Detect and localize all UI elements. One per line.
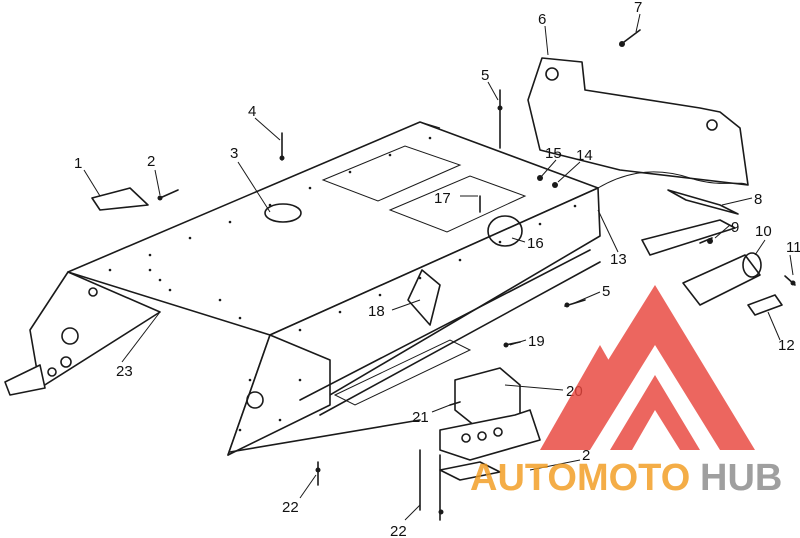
callout-23: 23 bbox=[116, 363, 133, 380]
callout-14: 14 bbox=[576, 147, 593, 164]
callout-9: 9 bbox=[731, 219, 739, 236]
callout-12: 12 bbox=[778, 337, 795, 354]
callout-17: 17 bbox=[434, 190, 451, 207]
callout-5b: 5 bbox=[602, 283, 610, 300]
callout-6: 6 bbox=[538, 11, 546, 28]
callout-22b: 22 bbox=[390, 523, 407, 538]
callout-3: 3 bbox=[230, 145, 238, 162]
plate-part-12 bbox=[747, 294, 783, 316]
callout-11: 11 bbox=[786, 239, 800, 256]
watermark-text-automoto: AUTOMOTO bbox=[470, 457, 690, 499]
cylinder-part-10 bbox=[682, 252, 762, 306]
callout-22: 22 bbox=[282, 499, 299, 516]
callout-7: 7 bbox=[634, 0, 642, 16]
callout-18: 18 bbox=[368, 303, 385, 320]
callout-16: 16 bbox=[527, 235, 544, 252]
tunnel-assembly bbox=[4, 121, 601, 456]
leader-lines bbox=[83, 13, 794, 521]
callout-8: 8 bbox=[754, 191, 762, 208]
callout-19: 19 bbox=[528, 333, 545, 350]
callout-13: 13 bbox=[610, 251, 627, 268]
callout-5: 5 bbox=[481, 67, 489, 84]
watermark-text-hub: HUB bbox=[700, 457, 782, 499]
cable bbox=[597, 171, 749, 189]
automotohub-watermark-logo: AUTOMOTO HUB bbox=[470, 285, 782, 499]
bracket-part-8 bbox=[641, 189, 739, 256]
callout-2b: 2 bbox=[582, 447, 590, 464]
callout-1: 1 bbox=[74, 155, 82, 172]
callout-2: 2 bbox=[147, 153, 155, 170]
plate-part-1 bbox=[91, 187, 149, 211]
callout-10: 10 bbox=[755, 223, 772, 240]
hitch-assembly bbox=[419, 367, 541, 521]
callout-21: 21 bbox=[412, 409, 429, 426]
rear-bumper-bracket bbox=[527, 57, 749, 186]
callout-4: 4 bbox=[248, 103, 256, 120]
callout-15: 15 bbox=[545, 145, 562, 162]
